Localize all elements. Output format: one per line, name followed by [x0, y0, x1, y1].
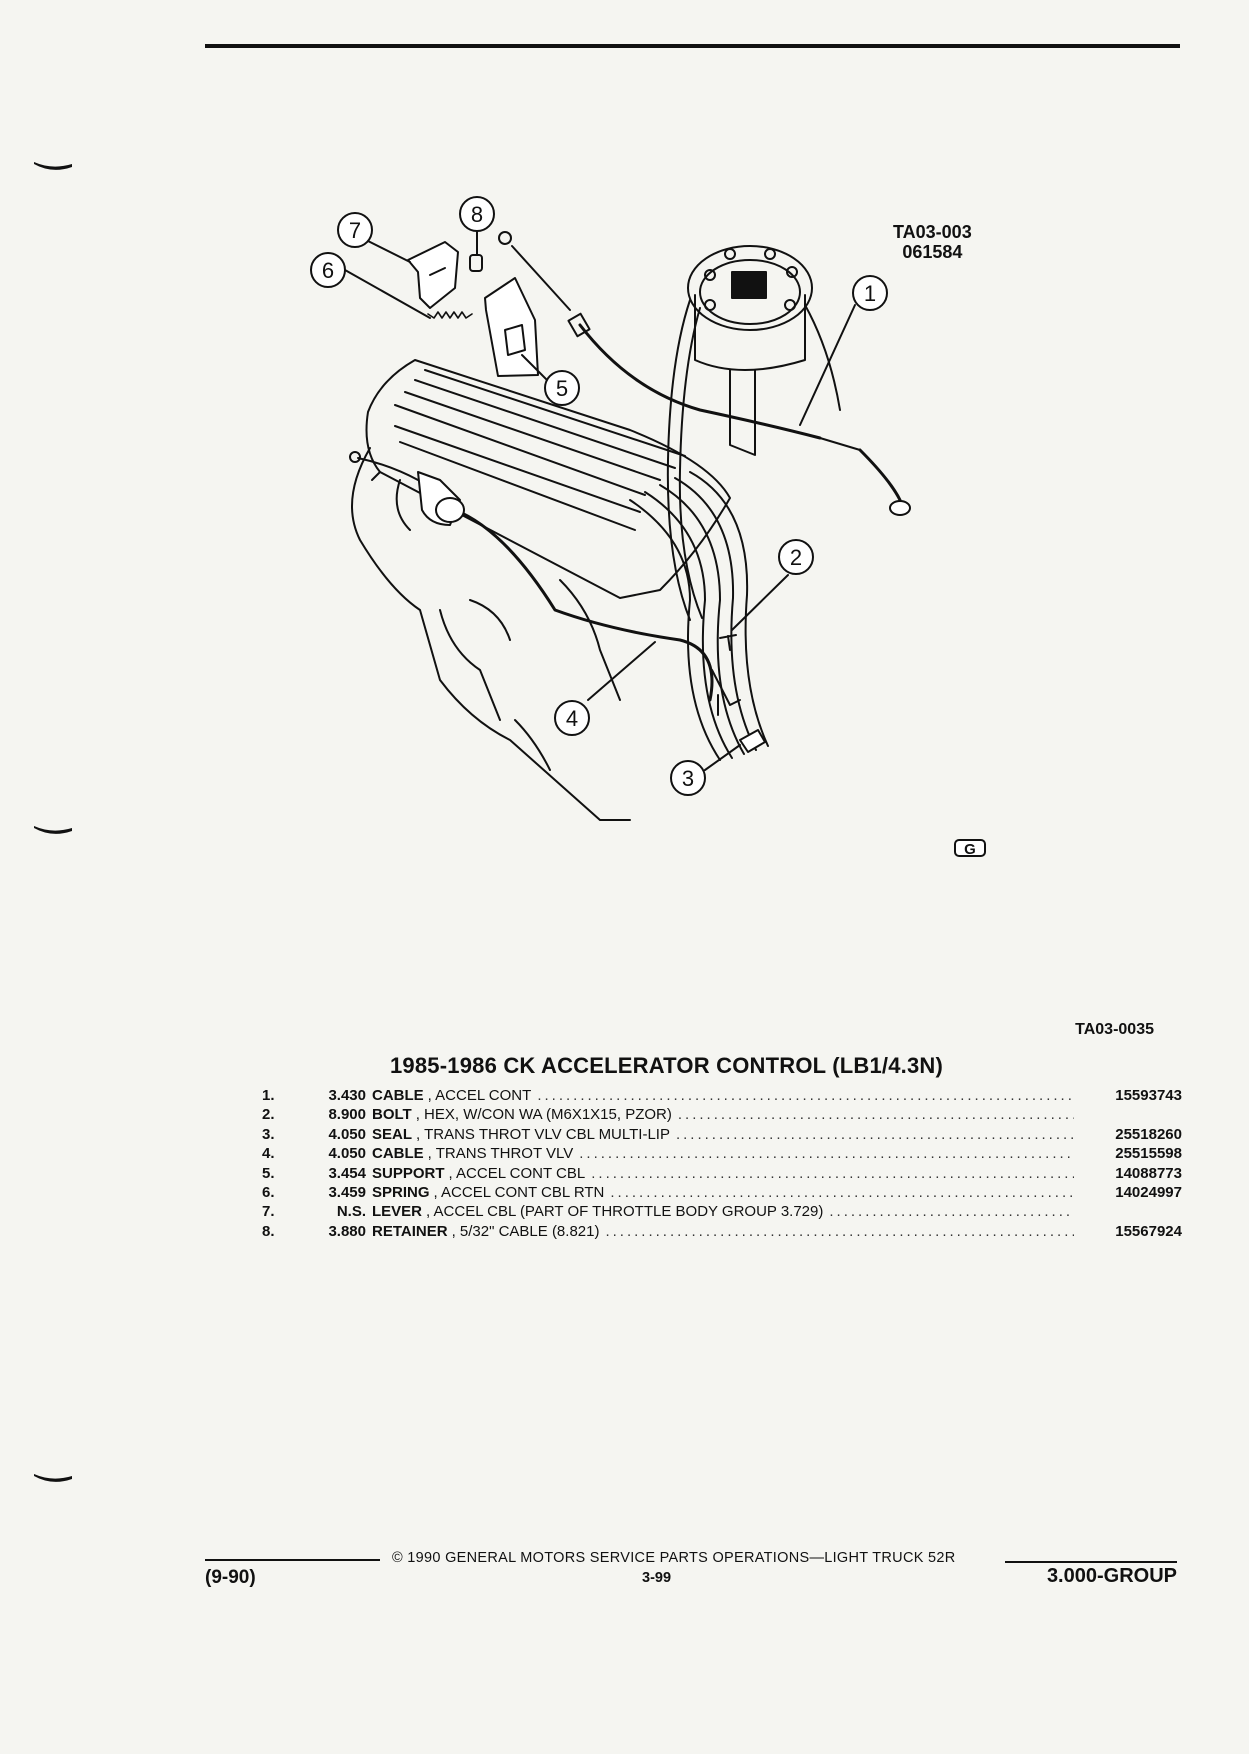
list-item: 1. 3.430 CABLE, ACCEL CONT..............…: [262, 1087, 1182, 1104]
section-title: 1985-1986 CK ACCELERATOR CONTROL (LB1/4.…: [390, 1053, 944, 1078]
top-rule: [205, 44, 1180, 48]
callout-5: 5: [556, 376, 568, 401]
list-item: 5. 3.454 SUPPORT, ACCEL CONT CBL........…: [262, 1164, 1182, 1182]
list-item: 4. 4.050 CABLE, TRANS THROT VLV.........…: [262, 1145, 1182, 1163]
callout-8: 8: [471, 202, 483, 227]
list-item: 7. N.S. LEVER, ACCEL CBL (PART OF THROTT…: [262, 1203, 1074, 1221]
binder-mark-icon: [34, 1474, 72, 1482]
gm-logo-icon: G: [954, 839, 986, 858]
list-item: 3. 4.050 SEAL, TRANS THROT VLV CBL MULTI…: [262, 1125, 1182, 1143]
group-label: 3.000-GROUP: [1046, 1565, 1177, 1587]
callout-7: 7: [349, 218, 361, 243]
page-number: 3-99: [642, 1570, 672, 1586]
callout-1: 1: [864, 281, 876, 306]
figure-code: TA03-003 061584: [893, 222, 972, 262]
callout-6: 6: [322, 258, 334, 283]
accelerator-control-diagram: 1 2 3 4 5 6 7 8 G: [310, 196, 986, 858]
binder-mark-icon: [34, 826, 72, 834]
copyright-text: © 1990 GENERAL MOTORS SERVICE PARTS OPER…: [392, 1550, 956, 1566]
list-item: 6. 3.459 SPRING, ACCEL CONT CBL RTN.....…: [262, 1184, 1182, 1202]
list-item: 8. 3.880 RETAINER, 5/32" CABLE (8.821)..…: [262, 1222, 1182, 1240]
svg-text:G: G: [964, 841, 976, 858]
footer-rule: [1005, 1561, 1177, 1563]
callout-2: 2: [790, 545, 802, 570]
parts-list: 1. 3.430 CABLE, ACCEL CONT..............…: [262, 1086, 1182, 1241]
callout-3: 3: [682, 766, 694, 791]
date-code: (9-90): [205, 1567, 256, 1588]
figure-small-code: TA03-0035: [1075, 1021, 1154, 1038]
footer-rule: [205, 1559, 380, 1561]
binder-mark-icon: [34, 162, 72, 170]
callout-4: 4: [566, 706, 578, 731]
list-item: 2. 8.900 BOLT, HEX, W/CON WA (M6X1X15, P…: [262, 1106, 1074, 1124]
